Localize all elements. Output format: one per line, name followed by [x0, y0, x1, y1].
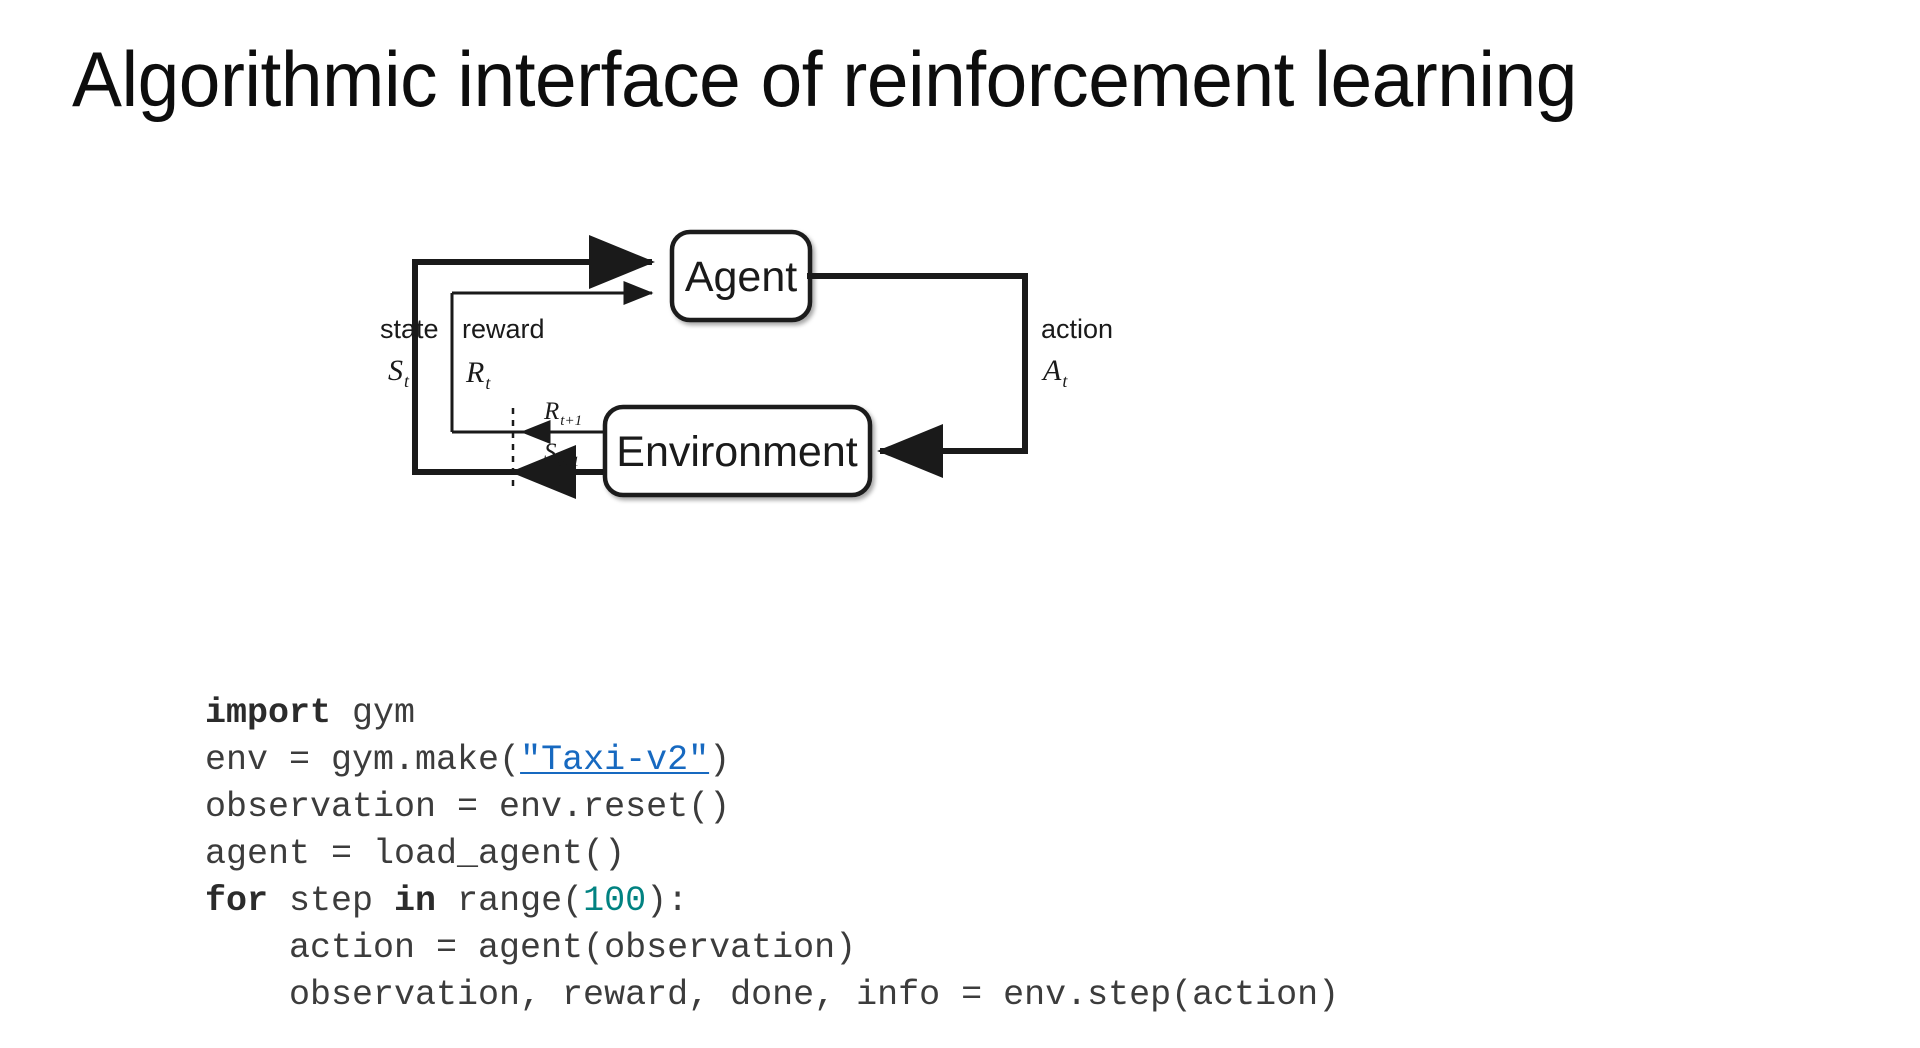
code-line: env = gym.make("Taxi-v2") [205, 737, 1339, 784]
code-line: action = agent(observation) [205, 925, 1339, 972]
code-text: action = agent(observation) [205, 928, 857, 968]
code-text: env = gym.make( [205, 740, 521, 780]
env-id-link[interactable]: "Taxi-v2" [520, 740, 710, 780]
page-title: Algorithmic interface of reinforcement l… [72, 35, 1577, 123]
code-line: observation, reward, done, info = env.st… [205, 972, 1339, 1019]
environment-node-label: Environment [616, 428, 857, 476]
code-line: observation = env.reset() [205, 784, 1339, 831]
agent-node-label: Agent [685, 253, 797, 301]
code-text: observation = env.reset() [205, 787, 731, 827]
reward-feedback-path [450, 281, 654, 444]
action-path [807, 273, 1028, 478]
code-text: gym [331, 693, 416, 733]
code-number: 100 [583, 881, 647, 921]
agent-environment-loop-diagram: Agent Environment state St reward Rt act… [380, 210, 1160, 520]
code-text: range( [436, 881, 584, 921]
environment-node: Environment [602, 404, 873, 498]
reward-label: reward [462, 314, 545, 344]
code-text: observation, reward, done, info = env.st… [205, 975, 1340, 1015]
reward-symbol: Rt [465, 356, 491, 393]
agent-node: Agent [669, 229, 813, 323]
code-line: import gym [205, 690, 1339, 737]
code-keyword: import [205, 693, 332, 733]
code-text: ) [709, 740, 731, 780]
state-symbol: St [388, 354, 410, 391]
code-text: step [268, 881, 395, 921]
action-symbol: At [1041, 354, 1068, 391]
code-line: for step in range(100): [205, 878, 1339, 925]
code-keyword: for [205, 881, 269, 921]
state-label: state [380, 314, 439, 344]
next-reward-symbol: Rt+1 [543, 398, 582, 429]
code-text: ): [646, 881, 689, 921]
action-label: action [1041, 314, 1113, 344]
next-state-symbol: St+1 [544, 439, 579, 470]
code-keyword: in [394, 881, 437, 921]
code-text: agent = load_agent() [205, 834, 626, 874]
code-line: agent = load_agent() [205, 831, 1339, 878]
